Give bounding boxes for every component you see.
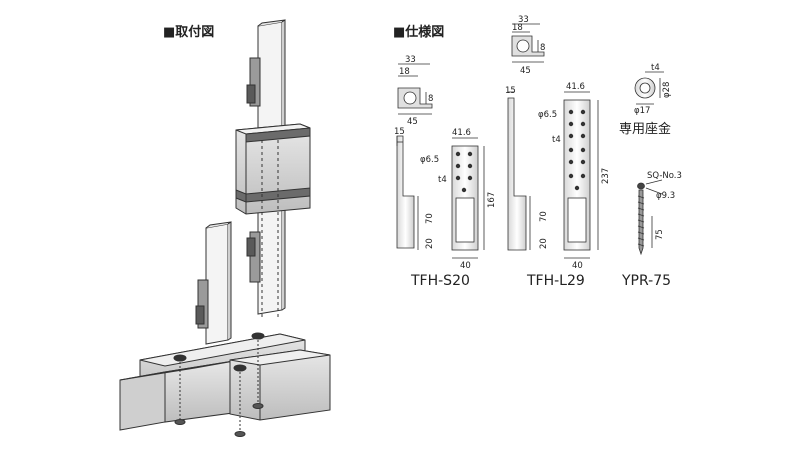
- l29-top-18: 18: [512, 23, 523, 33]
- l29-dim-70: 70: [539, 211, 549, 222]
- screw-phi93: φ9.3: [656, 191, 675, 201]
- washer-phi28: φ28: [662, 82, 672, 98]
- upper-bracket-bottom: [249, 231, 261, 283]
- s20-dim-167: 167: [487, 192, 497, 208]
- s20-top-8: 8: [428, 94, 433, 104]
- product-name-ypr75: YPR-75: [621, 273, 671, 289]
- s20-dim-phi: φ6.5: [420, 155, 439, 165]
- l29-top-45: 45: [520, 66, 531, 76]
- lower-bracket: [197, 279, 209, 329]
- upper-bracket-top: [249, 57, 261, 107]
- washer-drawing: [634, 71, 664, 105]
- l29-dim-t4: t4: [552, 135, 561, 145]
- s20-dim-70: 70: [425, 213, 435, 224]
- s20-dim-t4: t4: [438, 175, 447, 185]
- l29-top-width: 33: [518, 15, 529, 25]
- s20-top-width: 33: [405, 55, 416, 65]
- s20-dim-41: 41.6: [452, 128, 471, 138]
- tfh-s20-drawing: [396, 63, 485, 259]
- product-name-l29: TFH-L29: [526, 273, 585, 289]
- washer-phi17: φ17: [634, 106, 650, 116]
- l29-dim-phi: φ6.5: [538, 110, 557, 120]
- installation-drawing: [119, 19, 331, 437]
- l29-dim-40: 40: [572, 261, 583, 271]
- install-heading: ■取付図: [163, 24, 214, 40]
- s20-dim-40: 40: [460, 261, 471, 271]
- screw-len75: 75: [655, 229, 665, 240]
- s20-dim-15: 15: [394, 127, 405, 137]
- screw-sq: SQ-No.3: [647, 171, 682, 181]
- l29-dim-237: 237: [601, 168, 611, 184]
- s20-top-18: 18: [399, 67, 410, 77]
- washer-label: 専用座金: [619, 121, 671, 137]
- product-name-s20: TFH-S20: [410, 273, 470, 289]
- l29-dim-15: 15: [505, 86, 516, 96]
- spec-heading: ■仕様図: [393, 24, 444, 40]
- l29-dim-41: 41.6: [566, 82, 585, 92]
- washer-t4: t4: [651, 63, 660, 73]
- l29-top-8: 8: [540, 43, 545, 53]
- tfh-l29-drawing: [507, 23, 599, 259]
- s20-top-45: 45: [407, 117, 418, 127]
- screw-drawing: [637, 179, 663, 256]
- s20-dim-20: 20: [425, 238, 435, 249]
- l29-dim-20: 20: [539, 238, 549, 249]
